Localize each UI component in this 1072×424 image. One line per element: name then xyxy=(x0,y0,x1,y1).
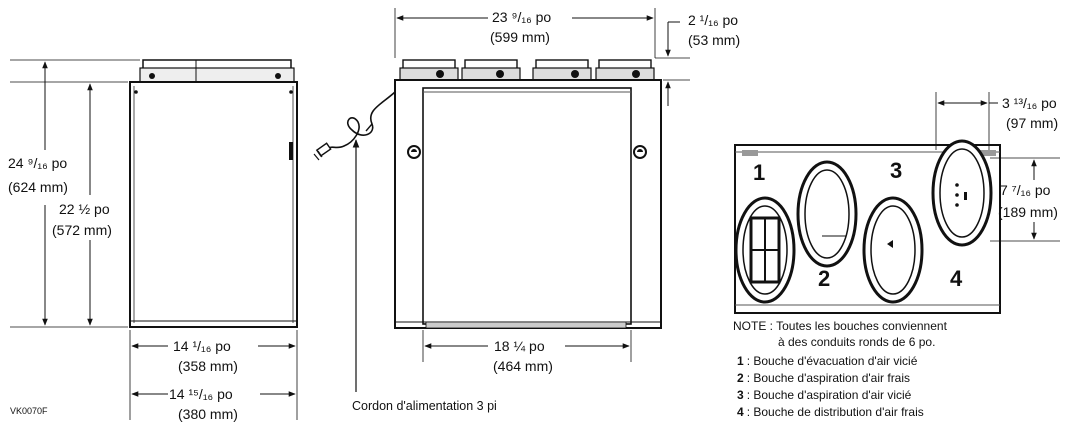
front-collar-2 xyxy=(461,59,521,81)
port-number-1: 1 xyxy=(753,160,765,185)
port-legend: 1: Bouche d'évacuation d'air vicié 2: Bo… xyxy=(737,354,924,419)
port-3 xyxy=(862,196,924,304)
plug-icon xyxy=(315,142,332,157)
front-collar-1 xyxy=(399,59,459,81)
depth-body-label: 14 ¹/₁₆ po xyxy=(173,338,231,354)
note-line-2: à des conduits ronds de 6 po. xyxy=(778,335,935,349)
side-collar-base xyxy=(139,67,295,83)
legend-item-3: 3: Bouche d'aspiration d'air vicié xyxy=(737,388,912,402)
legend-item-2: 2: Bouche d'aspiration d'air frais xyxy=(737,371,910,385)
port-2 xyxy=(796,160,858,268)
width-body-label: 18 ¼ po xyxy=(494,338,545,354)
port-width-mm: (97 mm) xyxy=(1006,115,1058,131)
height-overall-mm: (624 mm) xyxy=(8,179,68,195)
port-number-2: 2 xyxy=(818,266,830,291)
note-line-1: NOTE : Toutes les bouches conviennent xyxy=(733,319,948,333)
power-cord-label: Cordon d'alimentation 3 pi xyxy=(352,399,497,413)
width-overall-mm: (599 mm) xyxy=(490,29,550,45)
collar-height-mm: (53 mm) xyxy=(688,32,740,48)
port-1 xyxy=(734,196,796,304)
front-view: 23 ⁹/₁₆ po (599 mm) 2 ¹/₁₆ po (53 mm) 18… xyxy=(394,8,740,374)
width-overall-label: 23 ⁹/₁₆ po xyxy=(492,9,551,25)
figure-code: VK0070F xyxy=(10,406,48,416)
legend-item-1: 1: Bouche d'évacuation d'air vicié xyxy=(737,354,918,368)
power-cord: Cordon d'alimentation 3 pi xyxy=(313,91,497,413)
port-number-4: 4 xyxy=(950,266,963,291)
depth-overall-label: 14 ¹⁵/₁₆ po xyxy=(169,386,233,402)
port-4 xyxy=(931,139,993,247)
front-collar-4 xyxy=(595,59,655,81)
port-height-label: 7 ⁷/₁₆ po xyxy=(1000,182,1051,198)
port-width-label: 3 ¹³/₁₆ po xyxy=(1002,95,1057,111)
collar-height-label: 2 ¹/₁₆ po xyxy=(688,12,738,28)
front-door xyxy=(422,87,632,325)
height-body-mm: (572 mm) xyxy=(52,222,112,238)
front-collar-3 xyxy=(532,59,592,81)
side-cabinet xyxy=(129,81,298,328)
top-view: 1 2 3 4 3 ¹³/₁₆ po (97 mm) 7 ⁷/₁₆ po (18… xyxy=(733,92,1060,419)
depth-body-mm: (358 mm) xyxy=(178,358,238,374)
side-latch xyxy=(289,142,293,160)
depth-overall-mm: (380 mm) xyxy=(178,406,238,422)
legend-item-4: 4: Bouche de distribution d'air frais xyxy=(737,405,924,419)
port-height-mm: (189 mm) xyxy=(998,204,1058,220)
height-body-label: 22 ½ po xyxy=(59,201,110,217)
height-overall-label: 24 ⁹/₁₆ po xyxy=(8,155,67,171)
width-body-mm: (464 mm) xyxy=(493,358,553,374)
side-view: 24 ⁹/₁₆ po (624 mm) 22 ½ po (572 mm) 14 … xyxy=(8,59,298,422)
port-number-3: 3 xyxy=(890,158,902,183)
